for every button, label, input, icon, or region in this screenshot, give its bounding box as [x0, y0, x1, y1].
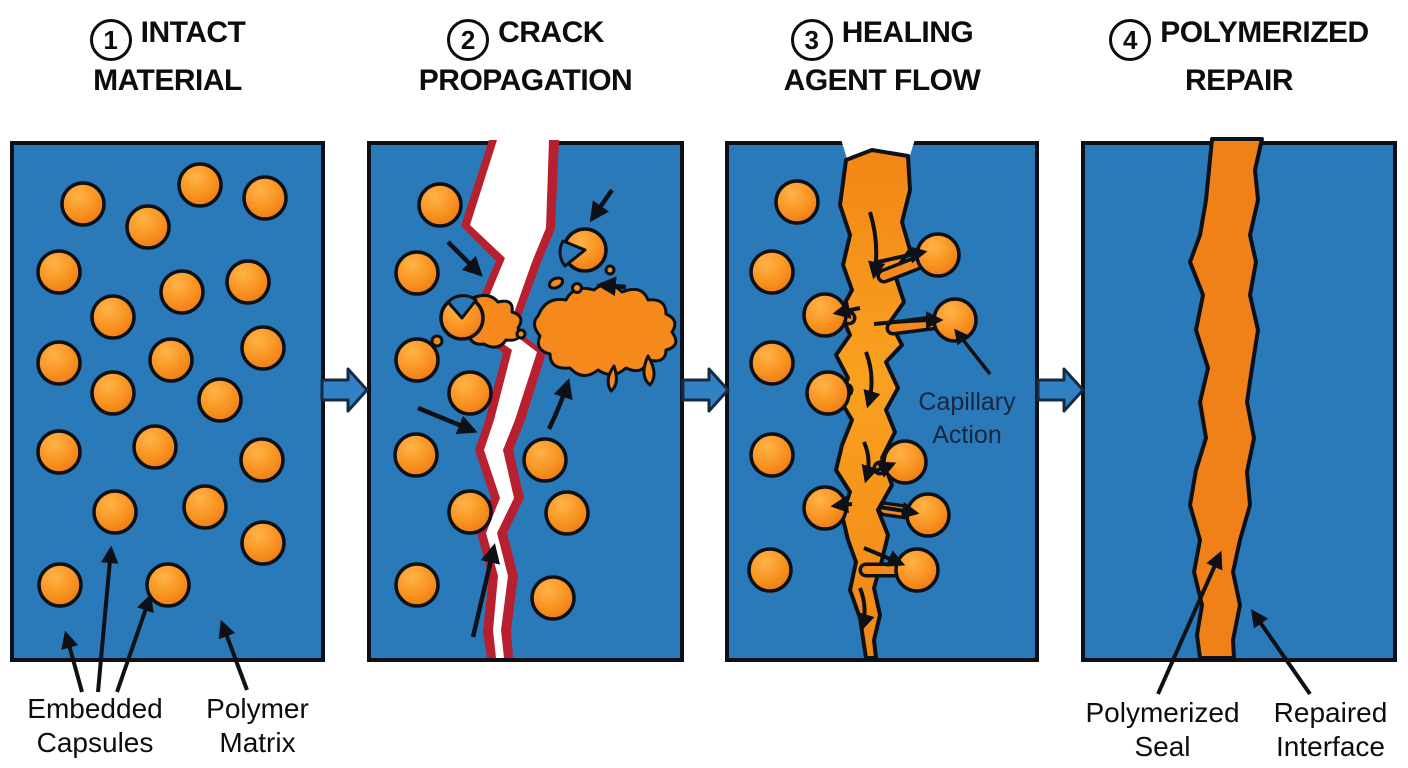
- capsule: [92, 489, 138, 535]
- capsule: [905, 492, 951, 538]
- broken-capsule-bites: [446, 239, 587, 320]
- step-4-number-badge: 4: [1109, 19, 1152, 61]
- capsule: [90, 294, 136, 340]
- capsule: [159, 269, 205, 315]
- capsule: [145, 562, 191, 608]
- capsule: [225, 259, 271, 305]
- capsule: [132, 424, 178, 470]
- label-pointer-arrows: [61, 545, 249, 693]
- panel-polymerized-repair: [1081, 137, 1397, 696]
- capsule: [148, 337, 194, 383]
- capsule: [394, 250, 440, 296]
- step-3-number-badge: 3: [790, 19, 833, 61]
- capsule: [37, 562, 83, 608]
- capsule: [417, 182, 463, 228]
- capsule: [242, 175, 288, 221]
- capsule: [932, 297, 978, 343]
- label-polymer-matrix: Polymer Matrix: [206, 693, 309, 758]
- capsule: [544, 490, 590, 536]
- label-capillary-action: Capillary Action: [918, 388, 1016, 449]
- label-repaired-interface: Repaired Interface: [1273, 697, 1388, 762]
- capsule: [239, 437, 285, 483]
- step-arrow-icon-3: [1036, 367, 1085, 413]
- step-1-title-line2: MATERIAL: [93, 64, 242, 97]
- step-3-title-line1: HEALING: [841, 16, 974, 49]
- capsule: [447, 370, 493, 416]
- panel-crack-propagation: [367, 140, 684, 662]
- capsule: [240, 325, 286, 371]
- label-polymerized-seal: Polymerized Seal: [1085, 697, 1240, 762]
- capsule: [894, 547, 940, 593]
- capsule: [802, 485, 848, 531]
- step-1-title-line1: INTACT: [140, 16, 246, 49]
- step-1-number-badge: 1: [89, 19, 132, 61]
- capsule: [125, 204, 171, 250]
- step-3-title-line2: AGENT FLOW: [783, 64, 981, 97]
- capsule: [749, 340, 795, 386]
- capsule: [36, 429, 82, 475]
- capsule: [394, 337, 440, 383]
- capsule: [197, 377, 243, 423]
- label-pointer-arrows: [1156, 550, 1312, 696]
- panel-intact-material: [10, 141, 325, 693]
- step-arrow-icon-2: [681, 367, 730, 413]
- capsule: [805, 370, 851, 416]
- embedded-capsules-group: [36, 162, 288, 608]
- label-embedded-capsules: Embedded Capsules: [27, 693, 163, 758]
- step-2-number-badge: 2: [447, 19, 490, 61]
- capsule: [182, 484, 228, 530]
- capsule: [802, 292, 848, 338]
- step-arrow-icons: [320, 367, 1085, 413]
- capillary-flow-arrows: [830, 211, 944, 632]
- capsule: [774, 179, 820, 225]
- capsule: [36, 340, 82, 386]
- panel-healing-agent-flow: [725, 139, 1039, 662]
- step-arrow-icon-1: [320, 367, 369, 413]
- capsule: [177, 162, 223, 208]
- capsule: [36, 249, 82, 295]
- capsule: [393, 432, 439, 478]
- capsule: [530, 575, 576, 621]
- polymerized-seal-band: [1188, 137, 1264, 660]
- capsule: [60, 181, 106, 227]
- step-4-title-line2: REPAIR: [1184, 64, 1294, 97]
- capsule: [447, 489, 493, 535]
- stress-arrows: [417, 188, 627, 638]
- capsule: [240, 520, 286, 566]
- capsule: [749, 249, 795, 295]
- capsule: [90, 370, 136, 416]
- crack-opening: [470, 140, 549, 658]
- step-2-title-line2: PROPAGATION: [418, 64, 633, 97]
- capsule: [747, 547, 793, 593]
- step-2-title-line1: CRACK: [498, 16, 604, 49]
- capillary-action-pointer: [954, 328, 992, 376]
- step-4-title-line1: POLYMERIZED: [1160, 16, 1369, 49]
- capsule: [915, 232, 961, 278]
- capsule: [522, 437, 568, 483]
- capsule: [394, 562, 440, 608]
- capsule: [749, 432, 795, 478]
